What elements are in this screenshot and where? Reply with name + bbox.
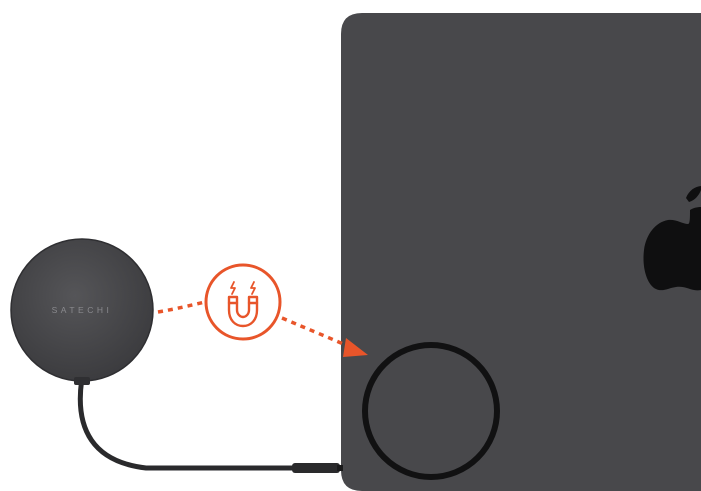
brand-label: SATECHI: [52, 305, 113, 315]
cable-line: [80, 378, 292, 468]
magnet-badge: [206, 265, 280, 339]
magnet-badge-circle: [206, 265, 280, 339]
charger-puck: SATECHI: [11, 239, 153, 385]
usb-c-connector: [292, 463, 340, 473]
usb-c-plug-tip: [337, 465, 343, 471]
cable-strain-relief: [74, 377, 90, 385]
device-back: [341, 13, 701, 491]
charging-cable: [80, 378, 343, 473]
dashed-connector-left: [158, 302, 205, 312]
